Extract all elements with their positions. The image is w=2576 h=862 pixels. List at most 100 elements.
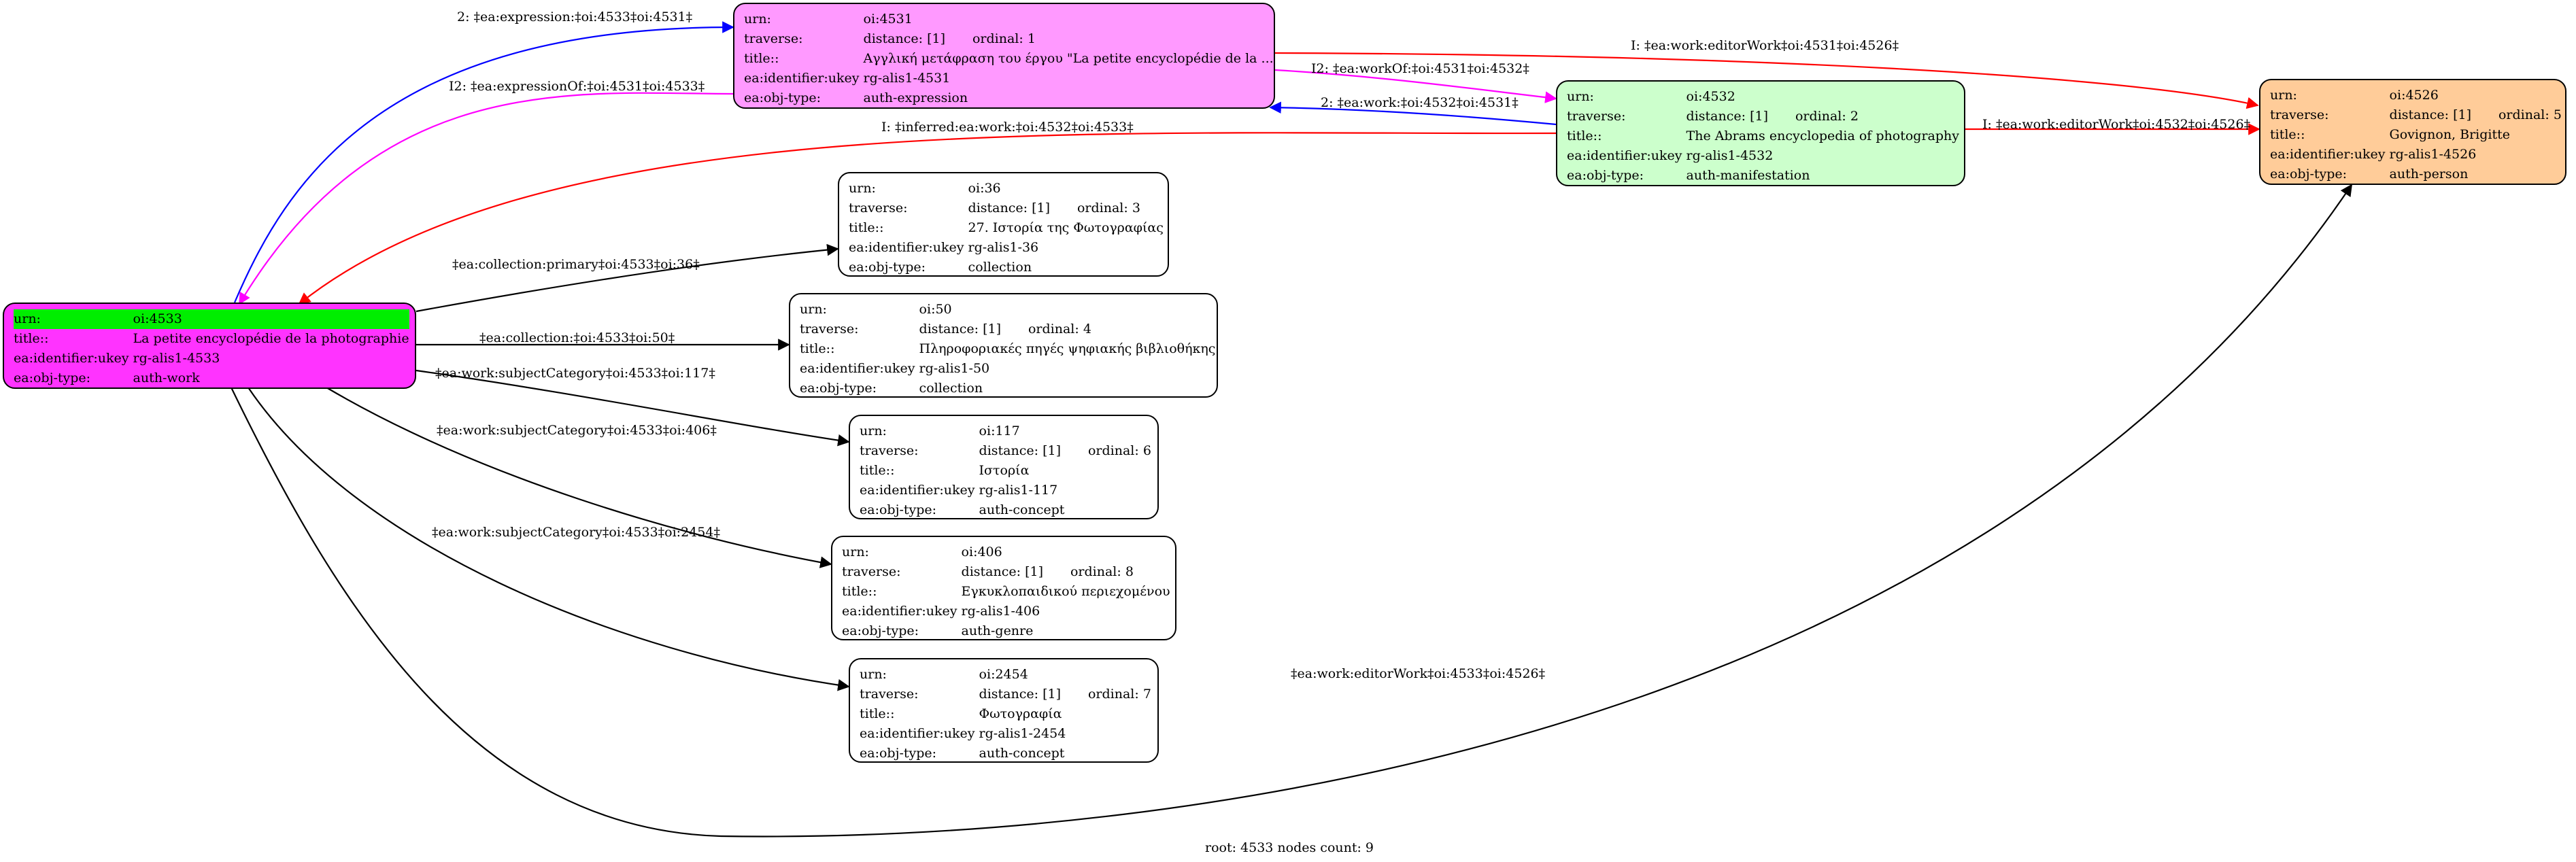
urn-label: urn: [14, 309, 133, 329]
ukey-value: rg-alis1-4526 [2389, 147, 2477, 162]
traverse-label: traverse: [860, 687, 919, 702]
edge-collection-primary [416, 243, 839, 313]
edge-label: 2: ‡ea:work:‡oi:4532‡oi:4531‡ [1321, 95, 1519, 110]
ukey-value: rg-alis1-117 [979, 483, 1058, 498]
traverse-label: traverse: [800, 322, 859, 337]
node-2454[interactable]: urn:oi:2454 traverse:distance: [1]ordina… [849, 658, 1159, 763]
node-4532[interactable]: urn:oi:4532 traverse:distance: [1]ordina… [1556, 80, 1965, 186]
node-406[interactable]: urn:oi:406 traverse:distance: [1]ordinal… [831, 536, 1176, 640]
title-label: title:: [860, 706, 895, 721]
edge-subject-2454 [248, 387, 850, 691]
urn-value: oi:4533 [133, 309, 409, 329]
title-label: title:: [800, 341, 835, 356]
ordinal-value: ordinal: 1 [972, 31, 1036, 46]
traverse-label: traverse: [860, 443, 919, 458]
ukey-label: ea:identifier:ukey [744, 71, 860, 86]
distance-value: distance: [1] [1686, 109, 1768, 124]
title-label: title:: [1567, 128, 1602, 143]
title-value: Πληροφοριακές πηγές ψηφιακής βιβλιοθήκης [919, 341, 1216, 356]
title-label: title:: [860, 463, 895, 478]
node-50[interactable]: urn:oi:50 traverse:distance: [1]ordinal:… [789, 293, 1218, 398]
urn-value: oi:36 [968, 181, 1001, 196]
objtype-label: ea:obj-type: [860, 502, 937, 517]
ukey-value: rg-alis1-4532 [1686, 148, 1774, 163]
objtype-label: ea:obj-type: [849, 260, 926, 275]
objtype-label: ea:obj-type: [2270, 167, 2348, 182]
ukey-label: ea:identifier:ukey [1567, 148, 1682, 163]
traverse-label: traverse: [842, 564, 901, 579]
node-4533-root[interactable]: urn:oi:4533 title::La petite encyclopédi… [3, 303, 416, 389]
objtype-label: ea:obj-type: [14, 370, 91, 385]
ukey-value: rg-alis1-406 [961, 604, 1040, 619]
objtype-value: auth-concept [979, 502, 1065, 517]
urn-value: oi:50 [919, 302, 952, 317]
objtype-value: collection [919, 381, 983, 396]
edge-label: 2: ‡ea:expression:‡oi:4533‡oi:4531‡ [457, 10, 693, 24]
distance-value: distance: [1] [2389, 107, 2471, 122]
edge-editor-work-4533 [231, 184, 2352, 838]
edge-inferred-work [298, 132, 1557, 305]
title-value: La petite encyclopédie de la photographi… [133, 331, 409, 346]
edge-subject-406 [326, 387, 832, 568]
distance-value: distance: [1] [968, 201, 1050, 216]
ukey-label: ea:identifier:ukey [849, 240, 964, 255]
node-117[interactable]: urn:oi:117 traverse:distance: [1]ordinal… [849, 415, 1159, 519]
title-label: title:: [849, 220, 884, 235]
objtype-label: ea:obj-type: [1567, 168, 1644, 183]
ukey-label: ea:identifier:ukey [800, 361, 915, 376]
edge-work-of [1274, 69, 1557, 103]
title-value: Govignon, Brigitte [2389, 127, 2511, 142]
urn-value: oi:4526 [2389, 88, 2439, 103]
urn-label: urn: [860, 424, 887, 438]
edge-label: I: ‡ea:work:editorWork‡oi:4532‡oi:4526‡ [1982, 117, 2251, 132]
traverse-label: traverse: [2270, 107, 2329, 122]
objtype-value: collection [968, 260, 1032, 275]
urn-label: urn: [1567, 89, 1594, 104]
ukey-value: rg-alis1-2454 [979, 726, 1066, 741]
title-value: Φωτογραφία [979, 706, 1062, 721]
edge-label: I: ‡inferred:ea:work:‡oi:4532‡oi:4533‡ [881, 120, 1134, 135]
traverse-label: traverse: [744, 31, 803, 46]
ordinal-value: ordinal: 7 [1087, 687, 1151, 702]
objtype-label: ea:obj-type: [800, 381, 877, 396]
ukey-value: rg-alis1-4533 [133, 351, 220, 366]
edge-editor-work-4531 [1274, 52, 2259, 109]
ukey-label: ea:identifier:ukey [842, 604, 957, 619]
objtype-label: ea:obj-type: [860, 746, 937, 761]
urn-label: urn: [2270, 88, 2297, 103]
node-4531[interactable]: urn:oi:4531 traverse:distance: [1]ordina… [733, 3, 1275, 109]
ukey-label: ea:identifier:ukey [14, 351, 129, 366]
urn-label: urn: [849, 181, 876, 196]
node-4526[interactable]: urn:oi:4526 traverse:distance: [1]ordina… [2259, 79, 2566, 185]
title-label: title:: [842, 584, 877, 599]
title-value: The Abrams encyclopedia of photography [1686, 128, 1959, 143]
edge-work [1269, 101, 1557, 126]
objtype-value: auth-concept [979, 746, 1065, 761]
objtype-label: ea:obj-type: [842, 623, 919, 638]
title-label: title:: [2270, 127, 2305, 142]
ukey-value: rg-alis1-36 [968, 240, 1039, 255]
ukey-label: ea:identifier:ukey [860, 483, 975, 498]
edge-label: I: ‡ea:work:editorWork‡oi:4531‡oi:4526‡ [1631, 38, 1899, 53]
edge-label: ‡ea:work:editorWork‡oi:4533‡oi:4526‡ [1291, 666, 1546, 681]
ordinal-value: ordinal: 8 [1070, 564, 1134, 579]
edge-label: ‡ea:work:subjectCategory‡oi:4533‡oi:117‡ [435, 366, 715, 381]
urn-label: urn: [800, 302, 827, 317]
objtype-value: auth-work [133, 370, 200, 385]
title-value: Ιστορία [979, 463, 1030, 478]
ordinal-value: ordinal: 6 [1087, 443, 1151, 458]
distance-value: distance: [1] [863, 31, 945, 46]
title-value: Αγγλική μετάφραση του έργου "La petite e… [863, 51, 1274, 66]
urn-value: oi:406 [961, 545, 1002, 559]
distance-value: distance: [1] [979, 687, 1061, 702]
urn-value: oi:4532 [1686, 89, 1735, 104]
distance-value: distance: [1] [961, 564, 1043, 579]
ordinal-value: ordinal: 3 [1077, 201, 1140, 216]
title-value: Εγκυκλοπαιδικού περιεχομένου [961, 584, 1170, 599]
objtype-value: auth-manifestation [1686, 168, 1810, 183]
ukey-value: rg-alis1-4531 [863, 71, 951, 86]
node-36[interactable]: urn:oi:36 traverse:distance: [1]ordinal:… [838, 172, 1169, 277]
edge-expression [233, 21, 734, 303]
distance-value: distance: [1] [919, 322, 1001, 337]
